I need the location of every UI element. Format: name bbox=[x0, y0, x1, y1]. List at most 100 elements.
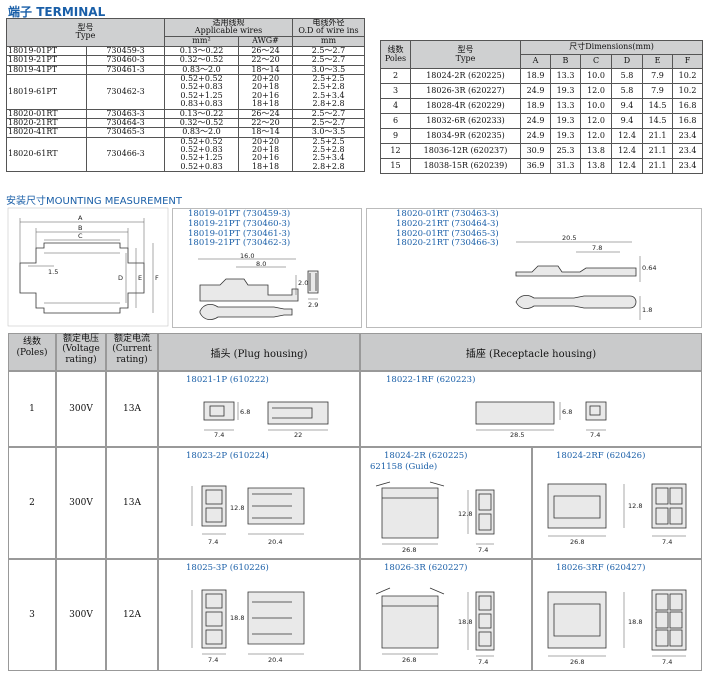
dim-value-cell: 18.9 bbox=[520, 68, 551, 84]
terminal-od-line: 2.5+3.4 bbox=[312, 153, 345, 163]
terminal-od-line: 2.5+2.8 bbox=[312, 82, 345, 92]
dim-value-cell: 10.0 bbox=[580, 98, 612, 114]
dim-col-header: B bbox=[550, 54, 581, 69]
row1-poles bbox=[8, 371, 56, 447]
plug-term-dim-8: 8.0 bbox=[256, 260, 266, 268]
terminal-od-cell: 2.5～2.7 bbox=[292, 117, 366, 129]
terminal-mm2-line: 0.83～2.0 bbox=[182, 127, 221, 137]
terminal-type-cell: 18019-01PT bbox=[6, 45, 87, 57]
dim-type-cell: 18036-12R (620237) bbox=[410, 143, 521, 159]
dim-value-cell: 12.0 bbox=[580, 83, 612, 99]
terminal-awg-line: 20+16 bbox=[251, 153, 280, 163]
terminal-title-en: TERMINAL bbox=[36, 5, 106, 19]
row2-volt-value: 300V bbox=[69, 498, 93, 508]
mounting-title-cn: 安装尺寸 bbox=[6, 196, 46, 207]
terminal-od-line: 3.0～3.5 bbox=[311, 65, 346, 74]
current-header-en2: rating) bbox=[116, 354, 148, 365]
terminal-code-cell: 730461-3 bbox=[86, 64, 165, 75]
terminal-table: 型号 Type 适用线规 Applicable wires 电线外径 O.D o… bbox=[6, 18, 366, 173]
terminal-mm2-line: 0.13～0.22 bbox=[179, 46, 224, 55]
terminal-od-line: 2.5～2.7 bbox=[311, 46, 346, 55]
dim-value-cell: 36.9 bbox=[520, 158, 551, 174]
terminal-code-cell: 730466-3 bbox=[86, 136, 165, 173]
dim-value-cell: 24.9 bbox=[520, 128, 551, 144]
plug-housing-header bbox=[158, 333, 360, 371]
dim-poles-cell: 2 bbox=[380, 68, 411, 84]
od-header: 电线外径 O.D of wire ins bbox=[292, 18, 366, 37]
terminal-type-cell: 18020-61RT bbox=[6, 136, 87, 173]
plug-terminal-list: 18019-01PT (730459-3) 18019-21PT (730460… bbox=[188, 209, 291, 249]
drawing-p2: 7.4 12.8 20.4 bbox=[191, 485, 305, 546]
row1-curr-value: 13A bbox=[123, 404, 141, 414]
r3a-dim-7-4: 7.4 bbox=[478, 658, 488, 666]
terminal-od-cell: 3.0～3.5 bbox=[292, 127, 366, 138]
part-label-r3b: 18026-3RF (620427) bbox=[556, 563, 646, 573]
terminal-od-cell: 2.5～2.7 bbox=[292, 45, 366, 57]
terminal-od-cell: 2.5～2.7 bbox=[292, 108, 366, 119]
dim-value-cell: 25.3 bbox=[550, 143, 581, 159]
housing-current-header bbox=[106, 333, 158, 371]
dim-value-cell: 16.8 bbox=[671, 98, 704, 114]
row1-rec bbox=[360, 371, 702, 447]
terminal-mm2-line: 0.32～0.52 bbox=[179, 55, 224, 65]
terminal-od-line: 2.5～2.7 bbox=[311, 118, 346, 127]
row1-volt-value: 300V bbox=[69, 404, 93, 414]
row2-poles-value: 2 bbox=[29, 498, 35, 508]
dim-col-header: D bbox=[611, 54, 643, 69]
terminal-awg-cell: 26～24 bbox=[237, 108, 294, 119]
terminal-code-cell: 730463-3 bbox=[86, 108, 165, 119]
r3a-dim-26-8: 26.8 bbox=[402, 656, 416, 664]
terminal-od-line: 2.5+2.5 bbox=[312, 74, 345, 83]
dim-value-cell: 31.3 bbox=[550, 158, 581, 174]
dim-value-cell: 9.4 bbox=[611, 98, 643, 114]
mount-dim-E: E bbox=[138, 274, 142, 282]
terminal-awg-line: 20+20 bbox=[251, 74, 280, 83]
row3-rec-a bbox=[360, 559, 532, 671]
terminal-awg-line: 20+20 bbox=[251, 137, 280, 146]
terminal-od-line: 2.5+3.4 bbox=[312, 90, 345, 100]
housing-voltage-header bbox=[56, 333, 106, 371]
r3b-dim-26-8: 26.8 bbox=[570, 658, 584, 666]
rec-terminal-drawing: 20.5 7.8 0.64 1.8 bbox=[515, 234, 656, 320]
terminal-code-cell: 730460-3 bbox=[86, 55, 165, 66]
p2-dim-12-8: 12.8 bbox=[230, 504, 244, 512]
rec-terminal-block bbox=[366, 208, 702, 328]
row2-curr bbox=[106, 447, 158, 559]
dim-poles-cell: 12 bbox=[380, 143, 411, 159]
drawing-r2b: 26.8 12.8 7.4 bbox=[547, 483, 687, 546]
dim-value-cell: 24.9 bbox=[520, 113, 551, 129]
current-header-cn: 额定电流 bbox=[113, 334, 150, 344]
dim-value-cell: 13.3 bbox=[550, 98, 581, 114]
terminal-title-cn: 端子 bbox=[8, 5, 33, 19]
terminal-od-line: 2.5～2.7 bbox=[311, 109, 346, 118]
terminal-awg-line: 20+18 bbox=[251, 82, 280, 92]
dim-col-header: C bbox=[580, 54, 612, 69]
dim-poles-cell: 15 bbox=[380, 158, 411, 174]
terminal-awg-cell: 22～20 bbox=[237, 117, 294, 129]
part-label-r2b: 18024-2RF (620426) bbox=[556, 451, 646, 461]
row1-poles-value: 1 bbox=[29, 404, 35, 414]
r3b-dim-18-8: 18.8 bbox=[628, 618, 642, 626]
p1-dim-22: 22 bbox=[294, 431, 302, 439]
r2a-dim-12-8: 12.8 bbox=[458, 510, 472, 518]
terminal-code-cell: 730465-3 bbox=[86, 127, 165, 138]
dim-value-cell: 14.5 bbox=[642, 113, 673, 129]
dim-type-cell: 18032-6R (620233) bbox=[410, 113, 521, 129]
dim-poles-cell: 4 bbox=[380, 98, 411, 114]
dim-value-cell: 19.3 bbox=[550, 113, 581, 129]
terminal-awg-line: 22～20 bbox=[251, 118, 280, 127]
housing-poles-header bbox=[8, 333, 56, 371]
plug-terminal-drawing: 16.0 8.0 2.0 2.9 bbox=[198, 252, 319, 321]
awg-header: AWG# bbox=[237, 35, 294, 47]
terminal-awg-line: 26～24 bbox=[251, 109, 280, 118]
